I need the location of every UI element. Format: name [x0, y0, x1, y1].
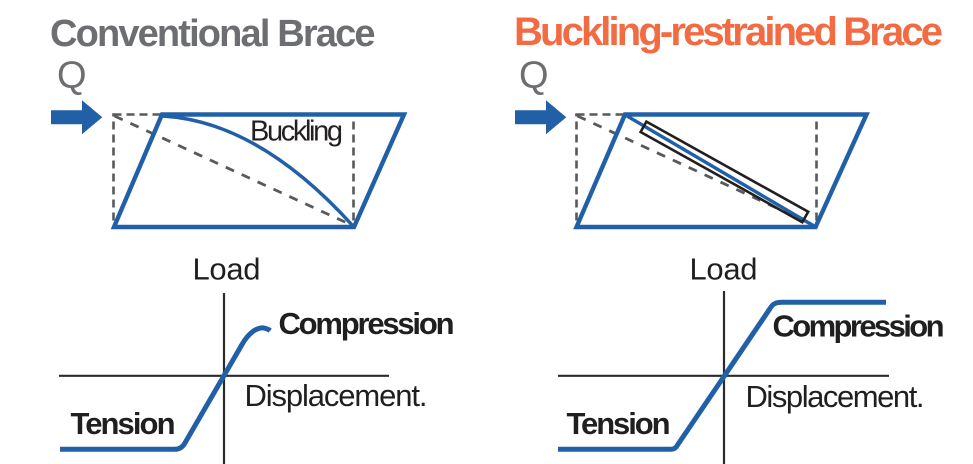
svg-text:Buckling-restrained Brace: Buckling-restrained Brace [514, 10, 943, 54]
svg-text:Buckling: Buckling [250, 116, 343, 148]
svg-text:Q: Q [519, 55, 549, 97]
svg-text:Displacement.: Displacement. [746, 379, 925, 414]
svg-text:Tension: Tension [567, 406, 671, 441]
svg-text:Compression: Compression [773, 308, 945, 343]
svg-text:Q: Q [57, 55, 87, 97]
svg-text:Compression: Compression [279, 306, 455, 341]
svg-text:Load: Load [193, 252, 261, 287]
svg-text:Tension: Tension [71, 406, 176, 441]
svg-text:Displacement.: Displacement. [245, 378, 428, 413]
svg-text:Load: Load [690, 252, 758, 287]
svg-text:Conventional Brace: Conventional Brace [50, 13, 376, 55]
